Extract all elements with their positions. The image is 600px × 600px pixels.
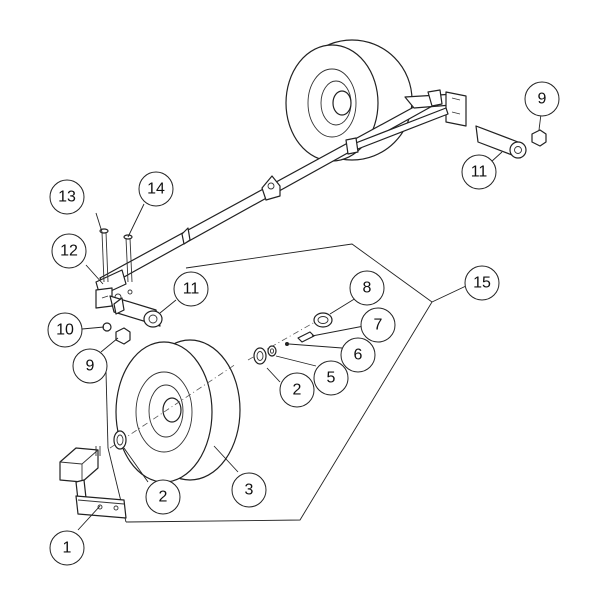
callout-9-right: 9 [524,81,560,117]
bolt-13 [99,228,109,283]
callout-2-right: 2 [279,372,315,408]
caster-bracket [59,446,127,519]
cotter-pin [285,342,289,346]
callout-5: 5 [313,360,349,396]
svg-text:7: 7 [374,317,383,334]
rear-wheel [285,39,413,162]
svg-text:10: 10 [56,322,74,339]
washer-5 [267,345,277,357]
bearing-left [113,430,127,450]
svg-text:5: 5 [327,370,336,387]
axle-frame [95,89,467,309]
svg-text:13: 13 [58,189,76,206]
callout-1: 1 [49,530,85,566]
spacer-tube-left [109,295,163,328]
callout-7: 7 [360,307,396,343]
svg-text:2: 2 [159,489,168,506]
grease-fitting [297,331,315,343]
svg-text:14: 14 [147,181,165,198]
callout-12: 12 [51,233,87,269]
dust-cap [313,312,333,328]
svg-text:12: 12 [60,243,78,260]
callout-3: 3 [231,472,267,508]
bolt-14 [123,234,133,283]
svg-text:6: 6 [354,347,363,364]
callout-8: 8 [349,270,385,306]
svg-text:9: 9 [86,358,95,375]
leader-lines [77,113,542,531]
callout-6: 6 [340,337,376,373]
front-wheel [115,339,241,483]
axle-centerline [109,363,237,449]
callout-11-right: 11 [461,154,497,190]
bearing-right [253,347,267,365]
svg-text:11: 11 [471,164,488,181]
svg-text:8: 8 [363,280,372,297]
nut-left [115,327,131,345]
washer-10 [102,322,112,332]
callout-2-left: 2 [145,479,181,515]
callout-11-left: 11 [173,271,209,307]
callout-9-left: 9 [72,348,108,384]
svg-text:11: 11 [183,281,200,298]
svg-text:2: 2 [293,382,302,399]
svg-text:9: 9 [538,91,547,108]
callout-13: 13 [49,179,85,215]
spacer-tube-right [475,125,527,159]
callout-15: 15 [464,265,500,301]
svg-text:3: 3 [245,482,254,499]
svg-text:15: 15 [473,275,491,292]
callout-14: 14 [138,171,174,207]
callout-10: 10 [47,312,83,348]
svg-text:1: 1 [63,540,72,557]
nut-right [531,129,547,147]
